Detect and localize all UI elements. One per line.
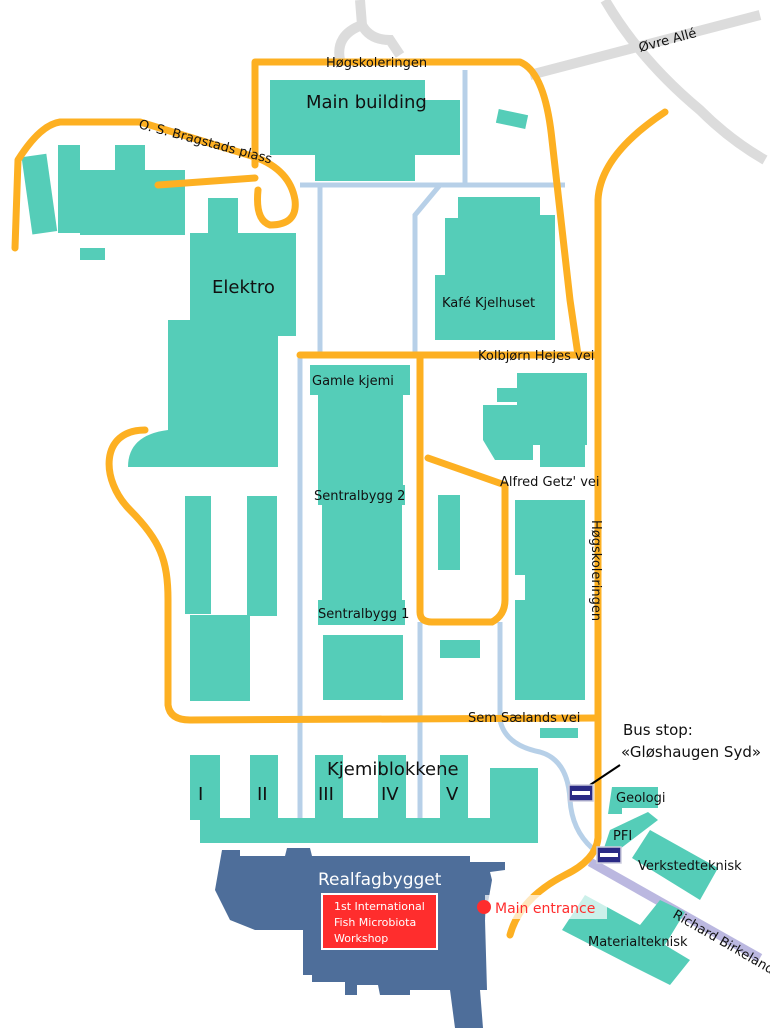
buildings [21,80,718,985]
block-label-iv: IV [381,784,399,805]
event-line-3: Workshop [334,932,388,945]
building-label-gamle-kjemi: Gamle kjemi [312,374,394,389]
block-label-v: V [446,784,459,805]
bus-stop-icon[interactable] [568,784,594,802]
building-label-pfi: PFI [613,829,632,844]
road-label-hogskoleringen-right: Høgskoleringen [588,520,603,621]
road-label-ovre-alle: Øvre Allé [637,26,698,56]
road-label-getz: Alfred Getz' vei [500,475,600,490]
external-roads [334,0,768,165]
main-roads [11,58,669,939]
bus-stop-label-2: «Gløshaugen Syd» [621,743,761,761]
block-label-ii: II [257,784,268,805]
bus-stop-label-1: Bus stop: [623,721,693,739]
bus-stop-callout [589,764,621,786]
block-label-iii: III [318,784,334,805]
building-label-sentralbygg1: Sentralbygg 1 [318,607,409,622]
building-label-realfag: Realfagbygget [318,870,442,890]
building-label-material: Materialteknisk [588,935,688,950]
road-label-kolbjorn: Kolbjørn Hejes vei [478,349,594,364]
building-label-geologi: Geologi [616,791,665,806]
event-line-2: Fish Microbiota [334,916,416,929]
block-label-i: I [198,784,203,805]
building-label-verksted: Verkstedteknisk [638,859,742,874]
road-label-saelands: Sem Sælands vei [468,711,580,726]
building-label-elektro: Elektro [212,277,275,298]
event-box[interactable] [321,893,438,950]
building-label-kafe: Kafé Kjelhuset [442,296,535,311]
building-label-sentralbygg2: Sentralbygg 2 [314,489,405,504]
bus-stop-icon[interactable] [596,846,622,864]
building-label-main: Main building [306,92,427,113]
main-entrance-marker[interactable] [477,900,491,914]
event-line-1: 1st International [334,900,425,913]
main-entrance-label-bg [485,895,607,919]
road-label-hogskoleringen: Høgskoleringen [326,56,427,71]
building-label-kjemiblokkene: Kjemiblokkene [327,759,459,780]
footpaths [297,70,594,850]
main-entrance-label: Main entrance [495,901,595,917]
